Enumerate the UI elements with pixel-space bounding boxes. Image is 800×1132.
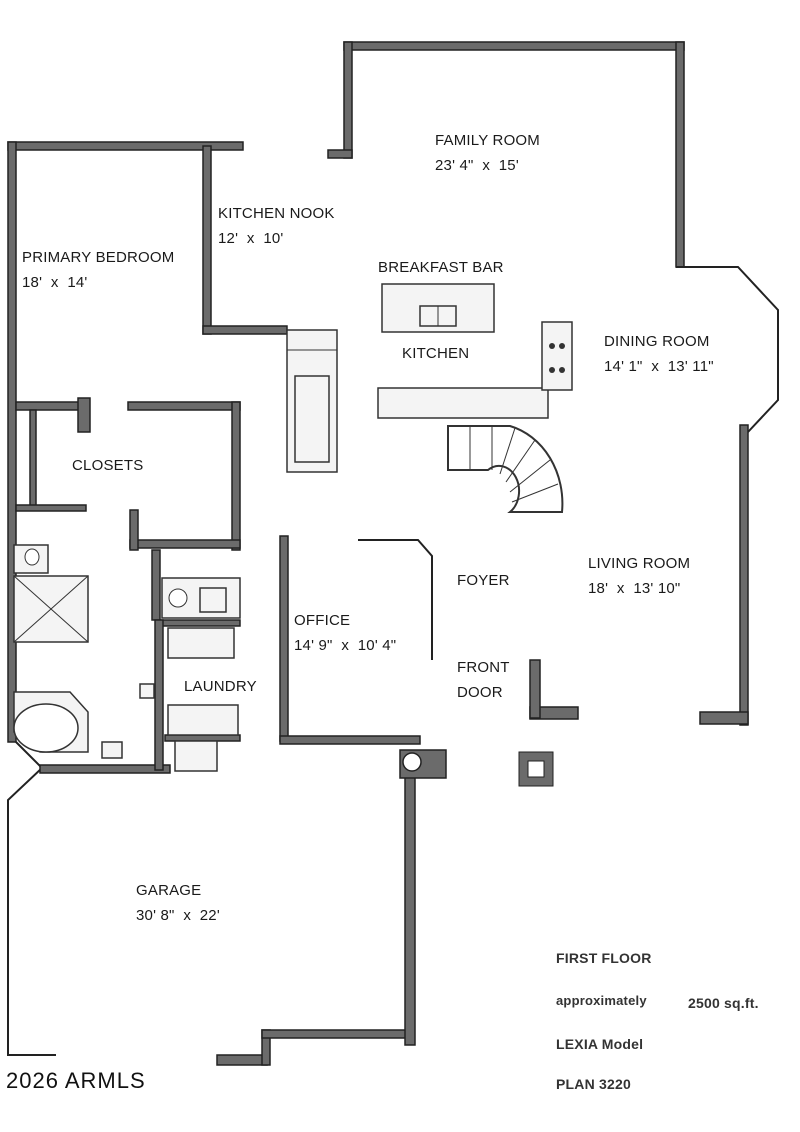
garage-dims: 30' 8" x 22' [136,907,220,924]
plan-number: PLAN 3220 [556,1076,631,1092]
primary-bedroom-dims: 18' x 14' [22,274,88,291]
living-room-label: LIVING ROOM [588,555,691,572]
interior-walls [15,397,241,774]
living-room-dims: 18' x 13' 10" [588,580,681,597]
floor-label: FIRST FLOOR [556,950,652,966]
foyer-label: FOYER [457,572,510,589]
office-label: OFFICE [294,612,351,629]
dining-room-dims: 14' 1" x 13' 11" [604,358,714,375]
kitchen-nook-dims: 12' x 10' [218,230,284,247]
garage-label: GARAGE [136,882,202,899]
front-door-label-line1: FRONT [457,659,510,676]
primary-bedroom-label: PRIMARY BEDROOM [22,249,175,266]
fixtures [13,283,573,787]
model-label: LEXIA Model [556,1036,644,1052]
closets-label: CLOSETS [72,457,144,474]
front-door-label-line2: DOOR [457,684,503,701]
family-room-dims: 23' 4" x 15' [435,157,519,174]
breakfast-bar-label: BREAKFAST BAR [378,259,504,276]
kitchen-nook-label: KITCHEN NOOK [218,205,335,222]
family-room-label: FAMILY ROOM [435,132,540,149]
area-value: 2500 sq.ft. [688,995,759,1011]
laundry-label: LAUNDRY [184,678,257,695]
office-dims: 14' 9" x 10' 4" [294,637,397,654]
dining-room-label: DINING ROOM [604,333,710,350]
exterior-walls [7,41,779,1066]
kitchen-label: KITCHEN [402,345,470,362]
copyright-watermark: 2026 ARMLS [6,1068,146,1093]
approximately-label: approximately [556,993,647,1008]
